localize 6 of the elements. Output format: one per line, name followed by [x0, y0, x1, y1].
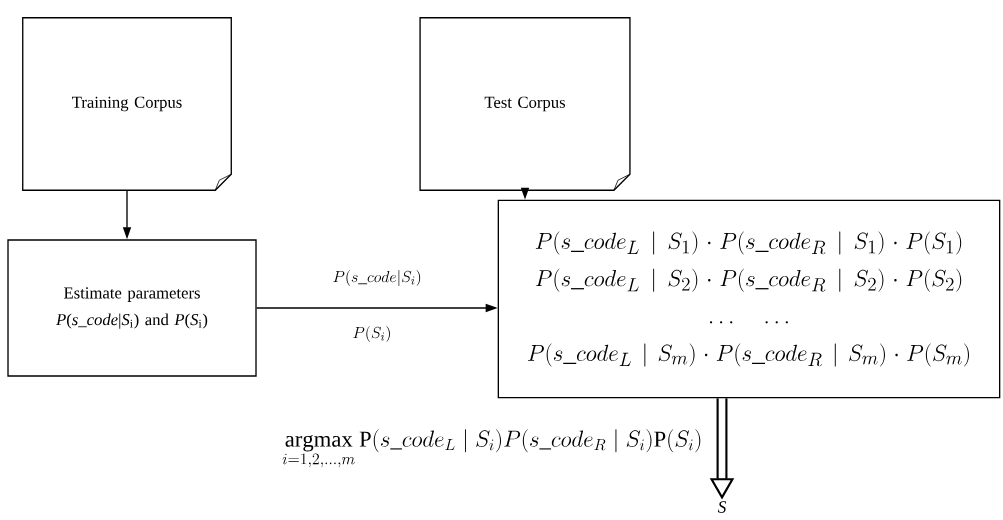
formula-label: $P(S_i)$ — [353, 326, 390, 342]
process-box: Estimate parameters P(s_code|S$_{i}$) and P(S$_{i}$) — [7, 239, 257, 377]
process-box: $P(s\_code_L \mid S_1)\cdot P(s\_code_R \mid S_1)\cdot P(S_1)$ $P(s\_code_L \mid S_2)\cdot P(s\_code_R \mid S_2)\cdot P(S_2)$ $\ldots\quad\ldots$ $P(s\_code_L \mid S_m)\cdot P(s\_code_R \mid S_m)\cdot P(S_m)$ — [497, 199, 1001, 399]
output-label: S — [717, 501, 727, 513]
edge-label: $\mathop{\mathrm{argmax}}\limits_{i=1,2,\ldots,m} \mathrm{P}(s\_code_L \mid S_i)P(s\_code_R \mid S_i)\mathrm{P}(S_i)$ — [282, 429, 701, 468]
edge-label: $P(s\_code|S_i)$ — [333, 270, 421, 286]
